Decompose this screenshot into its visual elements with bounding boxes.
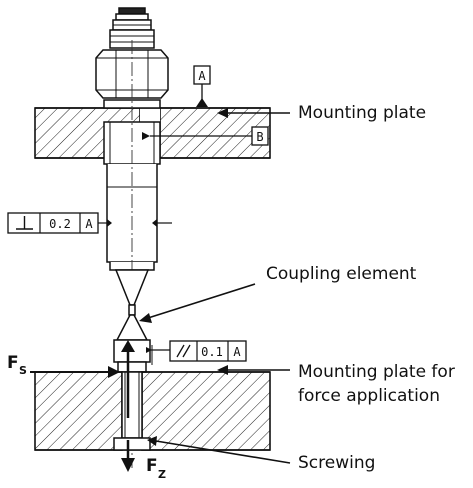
parallelism-frame: 0.1 A [146, 340, 247, 365]
force-shear-subscript: S [19, 364, 27, 377]
force-arrow-shear: F S [7, 353, 120, 378]
leader-screwing [147, 436, 291, 464]
lower-connector [113, 339, 151, 373]
force-axial-symbol: F [146, 456, 158, 476]
perpendicularity-value: 0.2 [49, 217, 71, 231]
coupling-element [114, 269, 150, 341]
datum-a-letter: A [198, 69, 206, 83]
label-mounting-plate-force-line1: Mounting plate for [298, 362, 455, 382]
label-mounting-plate-force-line2: force application [298, 386, 440, 406]
label-mounting-plate: Mounting plate [298, 103, 427, 123]
force-arrow-axial: F Z [121, 440, 166, 481]
parallelism-datum: A [233, 345, 241, 359]
leader-coupling-element [139, 283, 256, 323]
datum-b-flag: B [142, 126, 269, 146]
parallel-icon [176, 344, 191, 358]
parallelism-value: 0.1 [201, 345, 223, 359]
datum-a-flag: A [193, 65, 211, 107]
force-arrow-up [121, 340, 135, 418]
datum-b-letter: B [256, 130, 263, 144]
perpendicularity-datum: A [85, 217, 93, 231]
perpendicularity-frame: 0.2 A [7, 212, 172, 234]
leader-mounting-plate-force [217, 365, 290, 375]
force-axial-subscript: Z [158, 468, 166, 481]
label-screwing: Screwing [298, 453, 376, 473]
leader-mounting-plate [217, 108, 290, 118]
force-shear-symbol: F [7, 353, 19, 373]
label-coupling-element: Coupling element [266, 264, 417, 284]
perpendicular-icon [16, 216, 33, 230]
connector-top [109, 7, 155, 49]
